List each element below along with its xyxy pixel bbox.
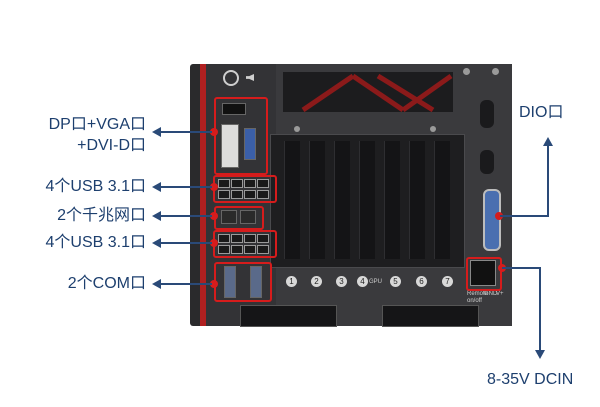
com-highlight [214,262,272,302]
dcin-highlight [466,257,502,291]
pcie-slot [434,141,450,259]
lan-port [240,210,256,224]
usb-bottom-label: 4个USB 3.1口 [45,234,147,251]
dcin-arrow-horizontal-line [502,267,541,269]
usb-port [244,234,256,243]
usb-port [218,245,230,254]
lan-arrow-line [160,215,212,217]
usb-top-arrow-line [160,186,212,188]
screw-icon [430,126,436,132]
pcie-slot [359,141,375,259]
gpu-tag: GPU [369,279,383,285]
usb-port [244,245,256,254]
slot-number: 2 [311,276,322,287]
usb-port [257,234,269,243]
vent-x-pattern-icon [301,73,453,112]
usb-top-label: 4个USB 3.1口 [45,178,147,195]
slot-number: 7 [442,276,453,287]
usb-port [257,179,269,188]
lan-port [221,210,237,224]
com-marker-dot [210,280,218,288]
dp-vga-label: DP口+VGA口 [48,116,146,133]
usb-port [231,190,243,199]
power-terminal-label-vplus: V+ [496,291,504,297]
mount-bracket [480,150,494,174]
dvi-port [221,124,239,168]
usb-port [218,234,230,243]
usb-top-highlight [213,175,277,203]
usb-port [244,179,256,188]
usb-port [257,190,269,199]
pcie-slot [409,141,425,259]
lan-marker-dot [210,212,218,220]
dio-arrow-vertical-line [547,146,549,217]
lan-highlight [214,206,264,230]
slot-number: 6 [416,276,427,287]
power-button-icon [223,70,239,86]
pcie-slot [384,141,400,259]
mount-bracket [480,100,494,128]
screw-icon [492,68,499,75]
com-arrow-line [160,283,212,285]
vga-port [244,128,256,160]
usb-port [244,190,256,199]
dvi-label: +DVI-D口 [77,137,146,154]
usb-port [218,179,230,188]
usb-port [231,245,243,254]
dio-arrow-horizontal-line [500,215,549,217]
pcie-slot [284,141,300,259]
red-side-stripe [200,64,206,326]
dio-marker-dot [495,212,503,220]
usb-port [231,179,243,188]
com-port [250,266,262,298]
com-port [224,266,236,298]
usb-top-marker-dot [210,183,218,191]
com-label: 2个COM口 [67,275,146,292]
usb-port [231,234,243,243]
drive-tray [240,305,337,327]
power-terminal-label-gnd: GND [484,291,498,297]
usb-top-arrowhead-icon [152,182,161,192]
usb-bottom-highlight [213,230,277,258]
usb-port [218,190,230,199]
slot-number: 5 [390,276,401,287]
dp-vga-arrow-line [160,131,212,133]
usb-bottom-arrow-line [160,242,212,244]
power-terminal-label-remote: Remote on/off [467,291,489,304]
drive-tray [382,305,479,327]
dio-arrowhead-icon [543,137,553,146]
dio-port [483,189,501,251]
dp-vga-marker-dot [210,128,218,136]
speaker-icon [246,74,254,81]
usb-bottom-arrowhead-icon [152,238,161,248]
dcin-arrowhead-icon [535,350,545,359]
slot-number: 3 [336,276,347,287]
slot-number: 1 [286,276,297,287]
com-arrowhead-icon [152,279,161,289]
screw-icon [294,126,300,132]
usb-bottom-marker-dot [210,239,218,247]
dio-label: DIO口 [519,104,564,121]
lan-label: 2个千兆网口 [57,207,146,224]
pcie-slot [309,141,325,259]
screw-icon [463,68,470,75]
dc-power-terminal [470,260,496,286]
pcie-slot [334,141,350,259]
slot-number: 4 [357,276,368,287]
dp-vga-arrowhead-icon [152,127,161,137]
dp-port [222,103,246,115]
lan-arrowhead-icon [152,211,161,221]
dcin-arrow-vertical-line [539,267,541,350]
usb-port [257,245,269,254]
dcin-label: 8-35V DCIN [487,371,574,388]
dp-vga-dvi-highlight [214,97,268,175]
